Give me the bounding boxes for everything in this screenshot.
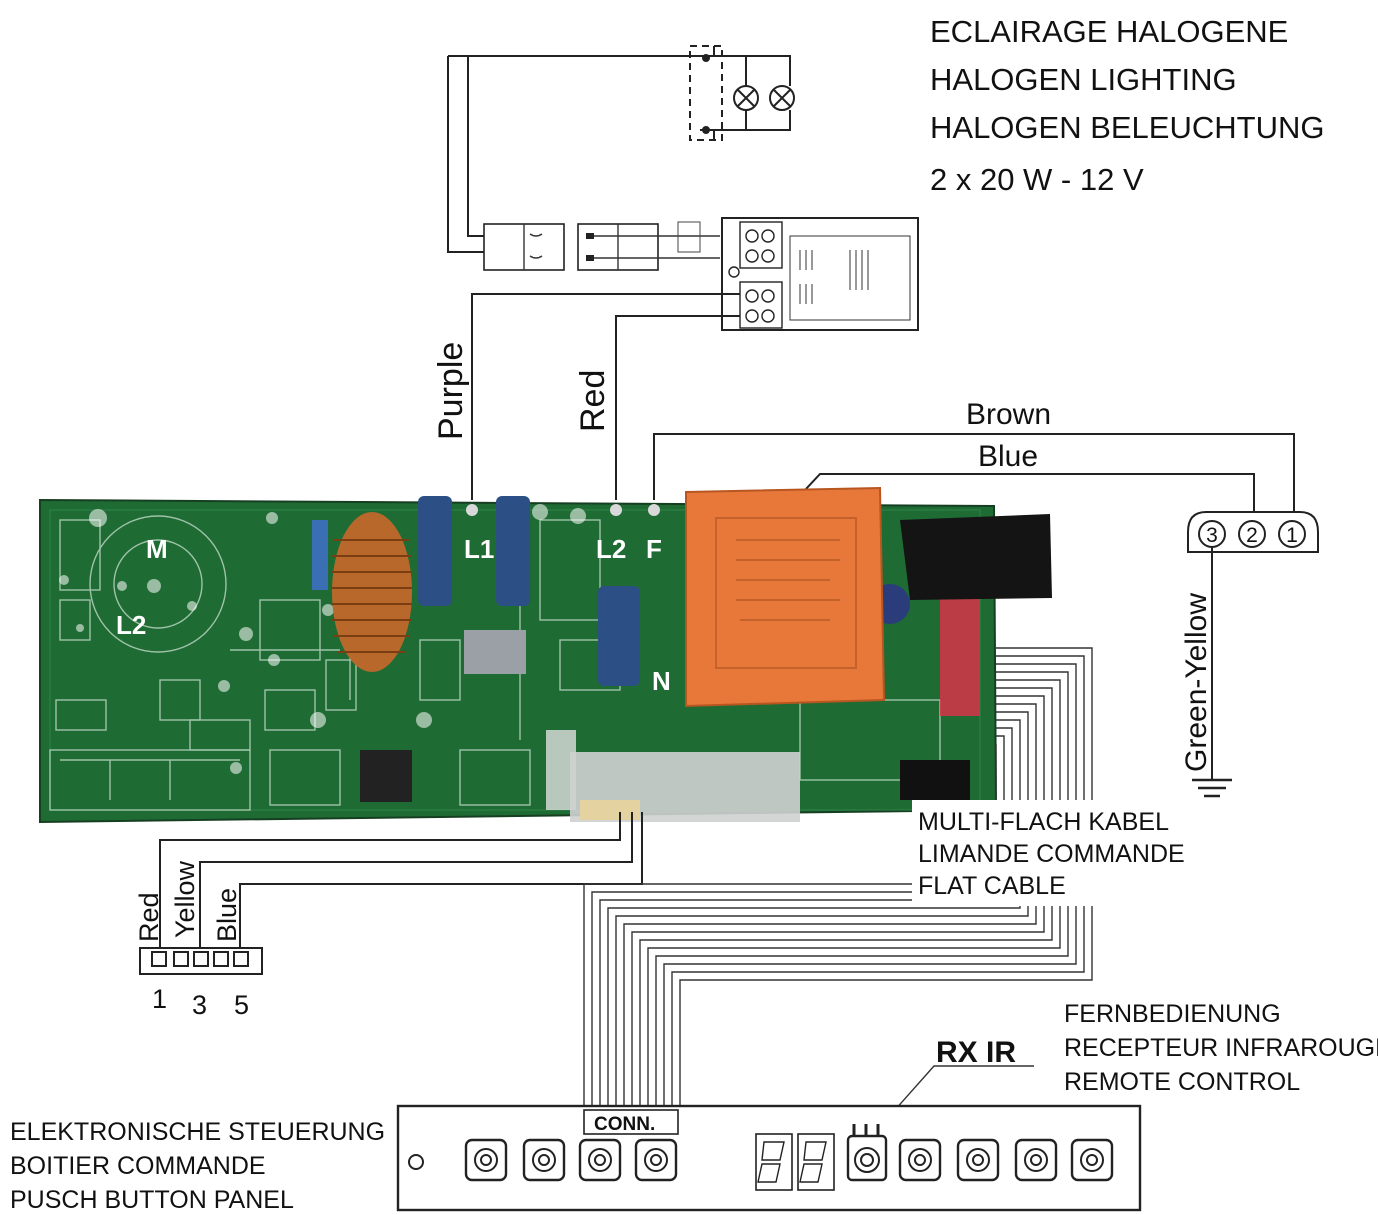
choke-coil	[332, 512, 412, 672]
brown-wire	[653, 433, 1295, 512]
halogen-caption: ECLAIRAGE HALOGENE HALOGEN LIGHTING HALO…	[930, 14, 1324, 197]
left-pin-3: 3	[192, 990, 207, 1020]
left-red-wire	[159, 812, 621, 952]
panel-caption-fr: BOITIER COMMANDE	[10, 1152, 266, 1180]
brown-wire-label: Brown	[966, 398, 1051, 431]
panel-button-7[interactable]	[1014, 1138, 1058, 1182]
panel-button-2[interactable]	[522, 1138, 566, 1182]
red-wire	[615, 315, 740, 500]
rx-ir-label: RX IR	[936, 1036, 1016, 1069]
halogen-transformer	[721, 217, 919, 331]
left-pin-5: 5	[234, 990, 249, 1020]
flat-cable	[583, 647, 1093, 1110]
panel-button-5[interactable]	[898, 1138, 942, 1182]
seven-segment-display	[755, 1133, 835, 1191]
blue-wire-label: Blue	[978, 440, 1038, 473]
halogen-caption-en: HALOGEN LIGHTING	[930, 62, 1237, 97]
purple-wire	[471, 293, 740, 500]
halogen-lamp-group	[447, 45, 795, 253]
left-red-label: Red	[134, 892, 164, 942]
remote-caption-de: FERNBEDIENUNG	[1064, 1000, 1281, 1028]
capacitor-2	[496, 496, 530, 606]
left-pin-1: 1	[152, 984, 167, 1014]
left-yellow-wire	[199, 812, 633, 952]
ir-receiver-icon	[846, 1124, 888, 1182]
panel-led-icon	[408, 1154, 424, 1170]
panel-button-6[interactable]	[956, 1138, 1000, 1182]
remote-caption-fr: RECEPTEUR INFRAROUGE	[1064, 1034, 1378, 1062]
pcb-label-l1: L1	[464, 534, 494, 564]
pcb-label-l2: L2	[596, 534, 626, 564]
capacitor-1	[418, 496, 452, 606]
conn-label: CONN.	[594, 1114, 655, 1135]
remote-caption: FERNBEDIENUNG RECEPTEUR INFRAROUGE REMOT…	[1064, 1000, 1378, 1096]
red-wire-label: Red	[574, 370, 612, 432]
terminal-3-label: 3	[1206, 524, 1218, 547]
halogen-caption-fr: ECLAIRAGE HALOGENE	[930, 14, 1288, 49]
panel-caption-de: ELEKTRONISCHE STEUERUNG	[10, 1118, 385, 1146]
purple-wire-label: Purple	[432, 342, 470, 440]
panel-button-1[interactable]	[464, 1138, 508, 1182]
ground-icon	[1192, 778, 1232, 798]
pcb-label-l2-motor: L2	[116, 610, 146, 640]
halogen-rating: 2 x 20 W - 12 V	[930, 162, 1144, 197]
control-board: M L2 L1 L2 F N	[39, 486, 1052, 824]
mains-terminal: 3 2 1	[1187, 511, 1319, 553]
left-blue-label: Blue	[212, 888, 242, 942]
power-transformer	[685, 486, 886, 708]
pcb-label-f: F	[646, 534, 662, 564]
lamp-2	[769, 85, 795, 111]
green-yellow-label: Green-Yellow	[1180, 593, 1213, 772]
terminal-1-label: 1	[1286, 524, 1298, 547]
lamp-connector	[483, 221, 720, 271]
capacitor-3	[598, 586, 640, 686]
flat-cable-caption-en: FLAT CABLE	[918, 872, 1066, 900]
terminal-2-label: 2	[1246, 524, 1258, 547]
panel-button-3[interactable]	[578, 1138, 622, 1182]
left-blue-wire	[239, 812, 643, 952]
panel-caption-en: PUSCH BUTTON PANEL	[10, 1186, 294, 1214]
flat-cable-caption-fr: LIMANDE COMMANDE	[918, 840, 1185, 868]
lamp-1	[733, 85, 759, 111]
panel-caption: ELEKTRONISCHE STEUERUNG BOITIER COMMANDE…	[10, 1118, 385, 1214]
flat-cable-caption-de: MULTI-FLACH KABEL	[918, 808, 1169, 836]
panel-button-8[interactable]	[1070, 1138, 1114, 1182]
pcb-label-n: N	[652, 666, 671, 696]
halogen-caption-de: HALOGEN BELEUCHTUNG	[930, 110, 1324, 145]
left-connector	[139, 947, 263, 975]
flat-cable-caption: MULTI-FLACH KABEL LIMANDE COMMANDE FLAT …	[918, 808, 1185, 900]
push-button-panel: CONN.	[396, 1104, 1142, 1212]
remote-caption-en: REMOTE CONTROL	[1064, 1068, 1300, 1096]
panel-button-4[interactable]	[634, 1138, 678, 1182]
pcb-label-m: M	[146, 534, 168, 564]
left-yellow-label: Yellow	[170, 860, 200, 938]
